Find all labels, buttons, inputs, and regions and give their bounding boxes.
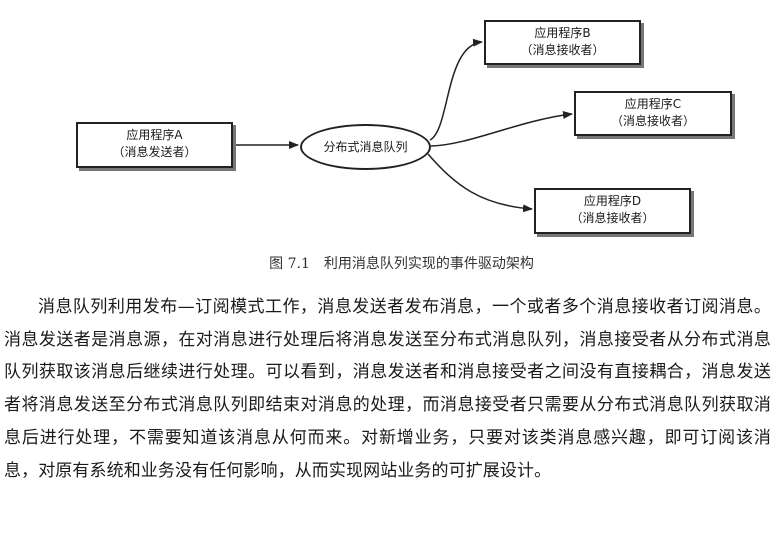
event-driven-architecture-diagram: 应用程序A （消息发送者） 分布式消息队列 应用程序B （消息接收者） 应用程序…: [0, 0, 773, 240]
receiver-node-app-d: 应用程序D （消息接收者）: [534, 188, 691, 234]
node-role: （消息接收者）: [610, 114, 695, 128]
arrow-queue-to-b: [429, 38, 483, 141]
figure-caption: 图 7.1 利用消息队列实现的事件驱动架构: [269, 256, 534, 272]
node-title: 应用程序A: [126, 128, 183, 142]
node-title: 应用程序C: [624, 97, 682, 111]
queue-node: 分布式消息队列: [300, 124, 431, 170]
sender-node-app-a: 应用程序A （消息发送者）: [76, 122, 233, 168]
node-role: （消息接收者）: [520, 43, 605, 57]
body-paragraph: 消息队列利用发布—订阅模式工作，消息发送者发布消息，一个或者多个消息接收者订阅消…: [4, 297, 771, 481]
arrow-queue-to-c: [430, 111, 573, 147]
node-role: （消息发送者）: [112, 145, 197, 159]
diagram-connectors: [233, 38, 573, 213]
node-title: 应用程序B: [534, 26, 591, 40]
arrow-queue-to-d: [427, 153, 533, 213]
node-title: 应用程序D: [583, 194, 642, 208]
receiver-node-app-b: 应用程序B （消息接收者）: [484, 20, 641, 65]
node-role: （消息接收者）: [570, 211, 655, 225]
receiver-node-app-c: 应用程序C （消息接收者）: [574, 91, 732, 136]
